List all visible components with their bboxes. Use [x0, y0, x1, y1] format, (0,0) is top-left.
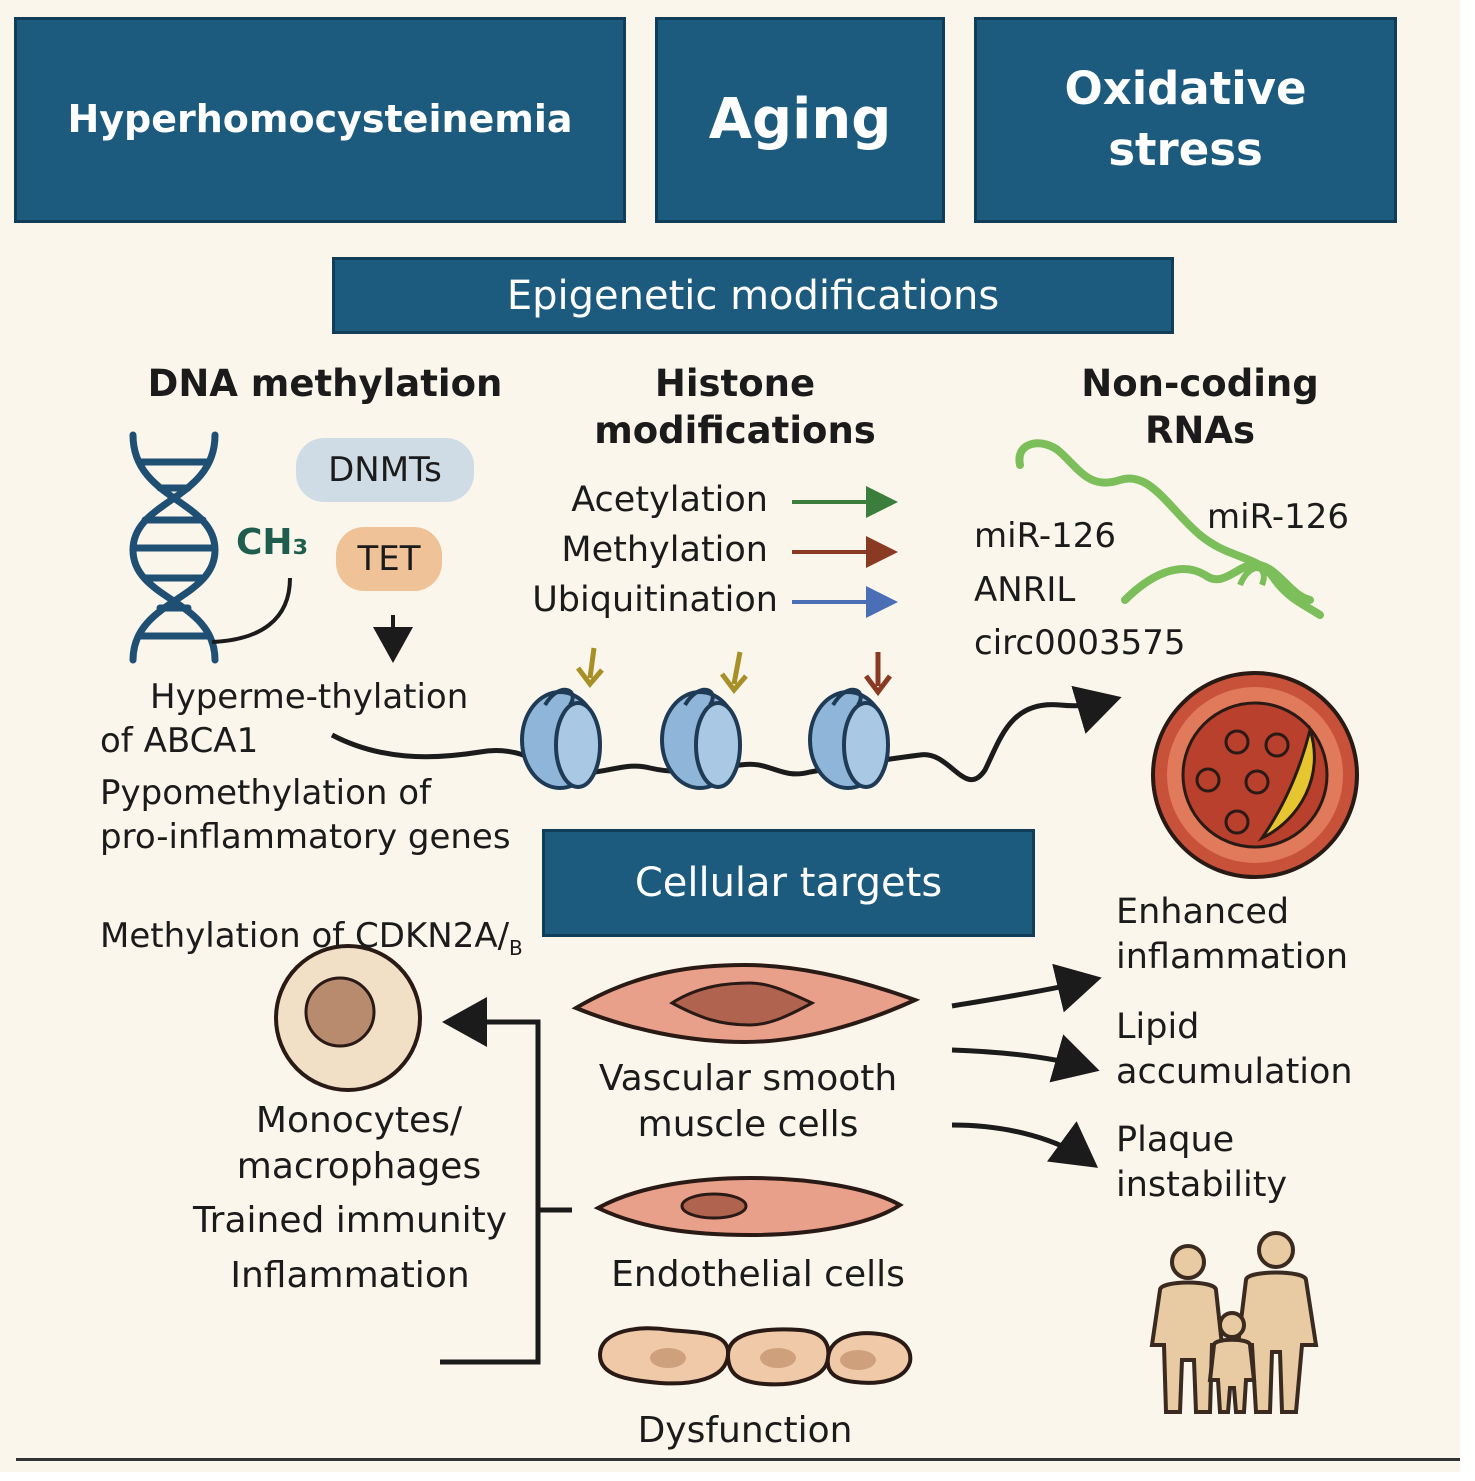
cdkn2a-main: Methylation of CDKN2A/: [100, 915, 510, 956]
cdkn2a-methylation-text: Methylation of CDKN2A/B: [100, 871, 523, 961]
methyl-tether: [211, 577, 292, 644]
cellular-targets-band: Cellular targets: [542, 829, 1035, 937]
histone-methylation-label: Methylation: [561, 530, 768, 570]
outcome-lipid-accumulation: Lipid accumulation: [1116, 1007, 1353, 1092]
trained-immunity-label: Trained immunity: [192, 1200, 507, 1241]
mark-arrow-icon: [576, 647, 604, 688]
endothelial-label: Endothelial cells: [611, 1254, 905, 1295]
nucleosome-icon: [660, 687, 742, 790]
epigenetic-modifications-band: Epigenetic modifications: [332, 257, 1174, 334]
monocyte-cell-icon: [274, 944, 422, 1092]
outcome-enhanced-inflammation: Enhanced inflammation: [1116, 892, 1349, 977]
ch3-label: CH₃: [236, 522, 309, 563]
dnmts-pill: DNMTs: [296, 438, 474, 502]
inflammation-label: Inflammation: [230, 1255, 470, 1296]
mark-arrow-icon: [864, 652, 892, 697]
outcome-arrow: [951, 1121, 1099, 1168]
outcome-arrow: [951, 1034, 1100, 1083]
ncrna-list: miR-126 ANRIL circ0003575: [974, 516, 1186, 664]
rna-strand-icon: [1121, 560, 1314, 604]
mark-arrow-icon: [720, 651, 748, 694]
acetylation-label: Acetylation: [571, 480, 768, 520]
dna-helix-icon: [129, 431, 219, 664]
rna-loop-icon: [1237, 565, 1267, 587]
nucleosome-icon: [808, 687, 890, 790]
feedback-bracket: [440, 997, 541, 1365]
mir126-label-right: miR-126: [1207, 497, 1349, 537]
histone-modifications-title: Histone modifications: [594, 362, 876, 453]
artery-cross-section-icon: [1151, 671, 1359, 879]
dna-methylation-title: DNA methylation: [147, 362, 503, 405]
outcome-plaque-instability: Plaque instability: [1116, 1120, 1288, 1205]
cdkn2a-subscript: B: [509, 935, 523, 960]
vsmc-label: Vascular smooth muscle cells: [598, 1058, 898, 1146]
monocytes-label: Monocytes/ macrophages: [236, 1100, 482, 1188]
ubiquitination-label: Ubiquitination: [532, 580, 778, 620]
hypermethylation-abca1-text: Hyperme-thylation of ABCA1: [100, 677, 469, 761]
nucleosome-icon: [520, 687, 602, 790]
rna-strand-icon: [1015, 439, 1324, 619]
family-icon: [1149, 1231, 1319, 1414]
aging-box: Aging: [655, 17, 945, 223]
non-coding-rnas-title: Non-coding RNAs: [1081, 362, 1319, 453]
dysfunction-label: Dysfunction: [637, 1410, 853, 1451]
outcome-arrow: [951, 963, 1102, 1013]
tet-pill: TET: [336, 527, 442, 591]
bottom-rule: [16, 1458, 1460, 1461]
hypomethylation-genes-text: Pypomethylation of pro-inflammatory gene…: [100, 773, 511, 857]
smooth-muscle-cell-icon: [571, 962, 921, 1045]
endothelial-cell-icon: [593, 1175, 904, 1238]
chromatin-strand: [330, 685, 1122, 782]
oxidative-stress-box: Oxidative stress: [974, 17, 1397, 223]
dysfunctional-cells-icon: [597, 1326, 913, 1387]
hyperhomocysteinemia-box: Hyperhomocysteinemia: [14, 17, 626, 223]
